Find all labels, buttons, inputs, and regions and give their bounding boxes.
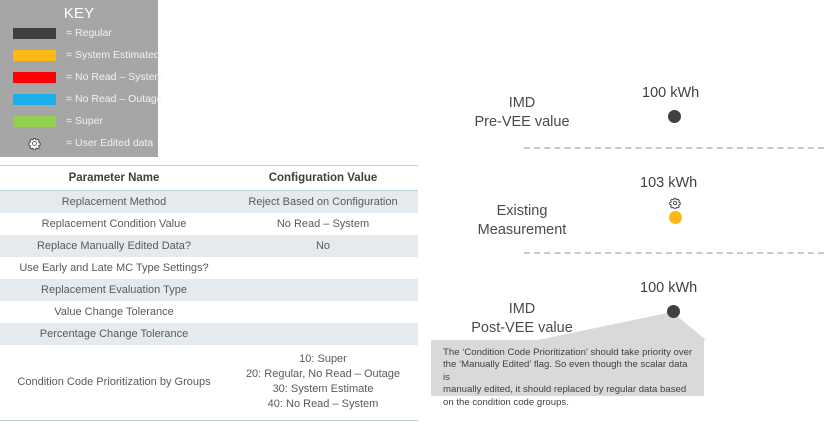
key-item-label: = System Estimated xyxy=(66,49,160,61)
key-item-system-estimated: = System Estimated xyxy=(0,44,160,66)
value-label-post-vee: 100 kWh xyxy=(640,280,698,296)
cell-configuration-value xyxy=(228,300,418,323)
swatch-dark-gray-icon xyxy=(13,27,56,39)
table-row: Replace Manually Edited Data? No xyxy=(0,234,418,257)
column-header-configuration-value: Configuration Value xyxy=(228,165,418,191)
cell-configuration-value: 10: Super 20: Regular, No Read – Outage … xyxy=(228,344,418,421)
cell-parameter-name: Value Change Tolerance xyxy=(0,300,228,323)
divider-line-2 xyxy=(524,252,824,254)
stage-label-post-vee: IMD Post-VEE value xyxy=(471,301,573,336)
data-point-post-vee xyxy=(667,305,680,318)
value-label-pre-vee: 100 kWh xyxy=(642,85,700,101)
key-item-super: = Super xyxy=(0,110,158,132)
stage-label-existing: Existing Measurement xyxy=(477,203,567,238)
table-row: Replacement Method Reject Based on Confi… xyxy=(0,190,418,213)
cell-parameter-name: Condition Code Prioritization by Groups xyxy=(0,344,228,421)
callout-box: The ‘Condition Code Prioritization’ shou… xyxy=(431,340,704,408)
key-item-label: = Regular xyxy=(66,27,112,39)
column-header-parameter-name: Parameter Name xyxy=(0,165,228,191)
cell-configuration-value xyxy=(228,322,418,345)
table-header-row: Parameter Name Configuration Value xyxy=(0,165,418,191)
table-row: Replacement Condition Value No Read – Sy… xyxy=(0,212,418,235)
cell-parameter-name: Use Early and Late MC Type Settings? xyxy=(0,256,228,279)
key-item-label: = No Read – System xyxy=(66,71,164,83)
table-row: Condition Code Prioritization by Groups … xyxy=(0,344,418,421)
key-title: KEY xyxy=(63,5,95,22)
cell-configuration-value xyxy=(228,256,418,279)
key-item-label: = User Edited data xyxy=(66,137,154,149)
key-item-regular: = Regular xyxy=(0,22,158,44)
swatch-amber-icon xyxy=(13,49,56,61)
data-point-pre-vee xyxy=(668,110,681,123)
cell-parameter-name: Replacement Method xyxy=(0,190,228,213)
key-legend-box: KEY = Regular = System Estimated = No Re… xyxy=(0,0,163,157)
configuration-table: Parameter Name Configuration Value Repla… xyxy=(0,165,418,421)
cell-parameter-name: Replacement Condition Value xyxy=(0,212,228,235)
table-row: Use Early and Late MC Type Settings? xyxy=(0,256,418,279)
key-item-label: = Super xyxy=(66,115,104,127)
swatch-green-icon xyxy=(13,115,56,127)
cell-parameter-name: Percentage Change Tolerance xyxy=(0,322,228,345)
gear-icon xyxy=(13,137,56,150)
callout-text: The ‘Condition Code Prioritization’ shou… xyxy=(443,347,693,408)
table-row: Value Change Tolerance xyxy=(0,300,418,323)
key-item-no-read-outage: = No Read – Outage xyxy=(0,88,163,110)
cell-configuration-value: Reject Based on Configuration xyxy=(228,190,418,213)
divider-line-1 xyxy=(524,147,824,149)
table-row: Percentage Change Tolerance xyxy=(0,322,418,345)
key-item-label: = No Read – Outage xyxy=(66,93,163,105)
gear-icon xyxy=(669,196,681,214)
callout-pointer xyxy=(538,312,706,340)
cell-configuration-value: No xyxy=(228,234,418,257)
table-row: Replacement Evaluation Type xyxy=(0,278,418,301)
cell-parameter-name: Replace Manually Edited Data? xyxy=(0,234,228,257)
swatch-blue-icon xyxy=(13,93,56,105)
stage-label-pre-vee: IMD Pre-VEE value xyxy=(474,95,570,130)
value-label-existing: 103 kWh xyxy=(640,175,698,191)
swatch-red-icon xyxy=(13,71,56,83)
data-point-existing xyxy=(669,211,682,224)
key-item-user-edited: = User Edited data xyxy=(0,132,158,154)
cell-parameter-name: Replacement Evaluation Type xyxy=(0,278,228,301)
vee-flow-diagram: IMD Pre-VEE value 100 kWh Existing Measu… xyxy=(418,0,824,423)
key-item-no-read-system: = No Read – System xyxy=(0,66,163,88)
cell-configuration-value xyxy=(228,278,418,301)
cell-configuration-value: No Read – System xyxy=(228,212,418,235)
